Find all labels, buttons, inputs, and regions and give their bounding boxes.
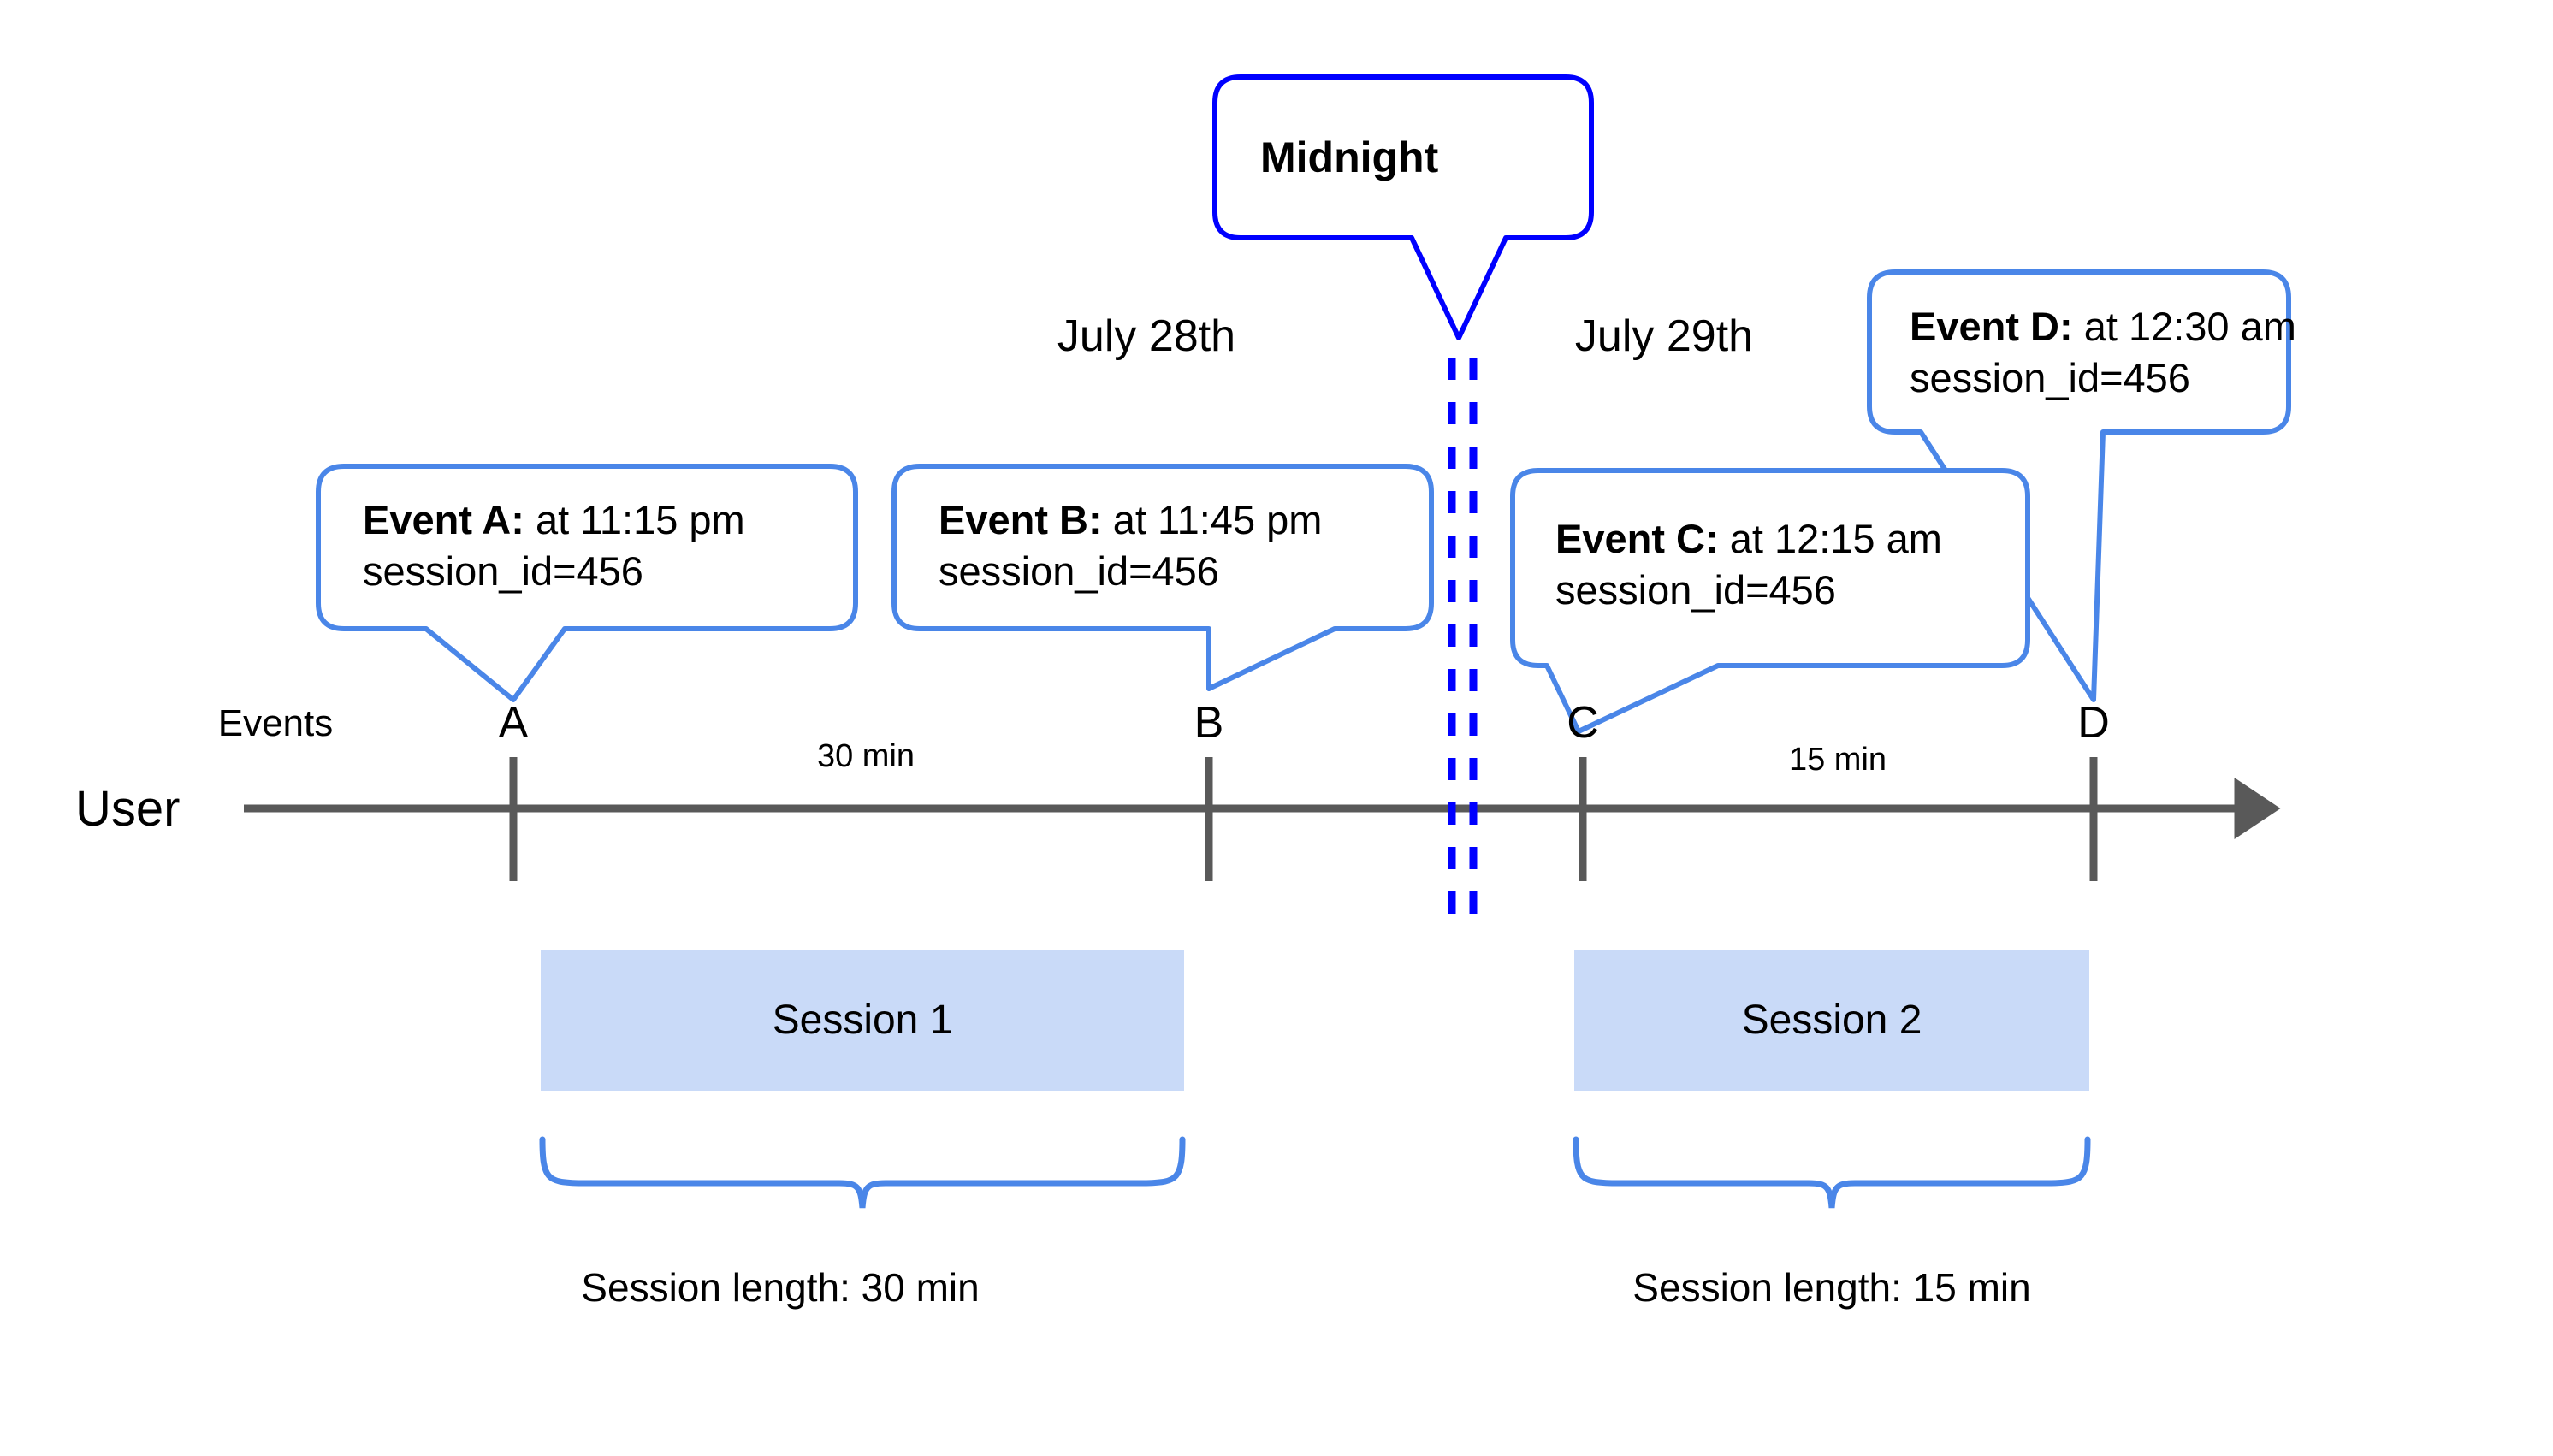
callout-shape-event-c[interactable] xyxy=(1510,468,2030,734)
callout-title-event-b: Event B: xyxy=(939,497,1102,542)
callout-line2-event-b: session_id=456 xyxy=(939,548,1219,595)
callout-title-event-a: Event A: xyxy=(363,497,524,542)
callout-shape-event-d[interactable] xyxy=(1867,269,2291,702)
lane-label-user: User xyxy=(75,781,181,837)
marker-label-d: D xyxy=(2077,698,2110,748)
callout-title-event-c: Event C: xyxy=(1555,516,1719,561)
callout-detail-event-d: at 12:30 am xyxy=(2072,304,2296,349)
midnight-callout-label: Midnight xyxy=(1260,133,1439,181)
midnight-callout-shape[interactable] xyxy=(1212,74,1594,340)
callout-title-event-d: Event D: xyxy=(1910,304,2073,349)
callout-detail-event-c: at 12:15 am xyxy=(1718,516,1942,561)
session-bar-1 xyxy=(541,950,1184,1091)
day-label-july-28: July 28th xyxy=(1057,311,1236,361)
callout-shape-event-a[interactable] xyxy=(316,464,858,702)
marker-label-a: A xyxy=(498,698,529,748)
session-length-label-1: Session length: 30 min xyxy=(581,1265,980,1310)
gap-label-30-min: 30 min xyxy=(816,738,915,774)
session-bar-label-1: Session 1 xyxy=(772,997,953,1043)
callout-text-event-d: Event D: at 12:30 am session_id=456 xyxy=(1910,301,2296,404)
callout-shape-event-b[interactable] xyxy=(891,464,1434,691)
session-bar-label-2: Session 2 xyxy=(1741,997,1922,1043)
callout-line2-event-c: session_id=456 xyxy=(1555,567,1836,613)
callout-text-event-a: Event A: at 11:15 pm session_id=456 xyxy=(363,494,745,597)
callout-text-event-b: Event B: at 11:45 pm session_id=456 xyxy=(939,494,1322,597)
day-label-july-29: July 29th xyxy=(1574,311,1754,361)
marker-label-c: C xyxy=(1567,698,1599,748)
brace-session-1 xyxy=(539,1136,1186,1209)
session-length-label-2: Session length: 15 min xyxy=(1632,1265,2031,1310)
lane-label-events: Events xyxy=(217,702,334,744)
callout-detail-event-b: at 11:45 pm xyxy=(1101,497,1323,542)
session-bar-2 xyxy=(1574,950,2089,1091)
brace-session-2 xyxy=(1573,1136,2091,1209)
callout-detail-event-a: at 11:15 pm xyxy=(524,497,745,542)
callout-text-event-c: Event C: at 12:15 am session_id=456 xyxy=(1555,513,1942,616)
callout-line2-event-a: session_id=456 xyxy=(363,548,643,595)
gap-label-15-min: 15 min xyxy=(1788,742,1887,778)
callout-line2-event-d: session_id=456 xyxy=(1910,355,2190,401)
marker-label-b: B xyxy=(1194,698,1224,748)
